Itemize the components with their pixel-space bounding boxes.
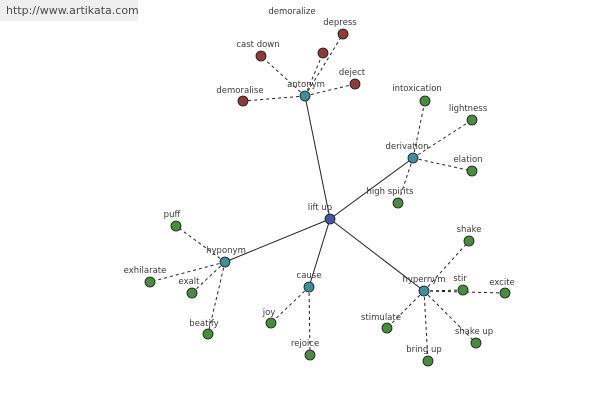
- node-relation-cause[interactable]: [303, 281, 315, 293]
- edge-derivation-high-spirits: [397, 157, 414, 204]
- label-relation-derivation[interactable]: derivation: [385, 142, 428, 152]
- label-bring-up[interactable]: bring up: [406, 345, 442, 355]
- node-deject[interactable]: [349, 78, 361, 90]
- edge-antonym-demoralise: [242, 95, 306, 102]
- node-joy[interactable]: [265, 317, 277, 329]
- node-elation[interactable]: [466, 165, 478, 177]
- edge-antonym-deject: [304, 83, 356, 97]
- label-relation-hyponym[interactable]: hyponym: [206, 246, 246, 256]
- labels-layer: demoralize depress cast down deject demorali…: [124, 7, 515, 355]
- edge-center-cause: [308, 218, 331, 288]
- label-demoralize[interactable]: demoralize: [268, 7, 315, 17]
- edge-hyponym-exhilarate: [149, 261, 226, 283]
- label-stir[interactable]: stir: [453, 274, 467, 284]
- node-shake[interactable]: [463, 235, 475, 247]
- node-rejoice[interactable]: [304, 349, 316, 361]
- edges-layer: [149, 33, 506, 362]
- node-demoralize[interactable]: [317, 47, 329, 59]
- label-relation-antonym[interactable]: antonym: [287, 80, 325, 90]
- label-relation-hypernym[interactable]: hypernym: [402, 275, 445, 285]
- label-center-lift-up[interactable]: lift up: [308, 203, 332, 213]
- edge-hyponym-puff: [175, 225, 226, 263]
- edge-center-derivation: [329, 157, 414, 220]
- node-exalt[interactable]: [186, 287, 198, 299]
- label-cast-down[interactable]: cast down: [236, 40, 279, 50]
- edge-derivation-intoxication: [412, 100, 426, 159]
- label-rejoice[interactable]: rejoice: [291, 339, 319, 349]
- edge-hyponym-exalt: [191, 261, 226, 294]
- edge-hyponym-beatify: [207, 261, 226, 335]
- edge-antonym-demoralize: [304, 52, 324, 97]
- edge-hypernym-excite: [423, 290, 506, 294]
- node-exhilarate[interactable]: [144, 276, 156, 288]
- node-bring-up[interactable]: [422, 355, 434, 367]
- node-relation-hypernym[interactable]: [418, 285, 430, 297]
- node-stimulate[interactable]: [381, 322, 393, 334]
- node-beatify[interactable]: [202, 328, 214, 340]
- edge-hypernym-stir: [423, 289, 464, 292]
- label-relation-cause[interactable]: cause: [297, 271, 322, 281]
- label-elation[interactable]: elation: [453, 155, 482, 165]
- label-lightness[interactable]: lightness: [449, 104, 488, 114]
- label-stimulate[interactable]: stimulate: [361, 313, 401, 323]
- nodes-layer: [144, 28, 511, 367]
- label-excite[interactable]: excite: [489, 278, 515, 288]
- node-relation-derivation[interactable]: [407, 152, 419, 164]
- edge-derivation-lightness: [412, 119, 473, 159]
- node-cast-down[interactable]: [255, 50, 267, 62]
- label-beatify[interactable]: beatify: [189, 319, 218, 329]
- edge-cause-joy: [270, 286, 310, 324]
- node-high-spirits[interactable]: [392, 197, 404, 209]
- label-intoxication[interactable]: intoxication: [392, 84, 442, 94]
- node-relation-antonym[interactable]: [299, 90, 311, 102]
- edge-cause-rejoice: [308, 286, 311, 356]
- edge-antonym-cast-down: [260, 55, 306, 97]
- edge-center-hypernym: [329, 218, 425, 292]
- edge-derivation-elation: [412, 157, 473, 172]
- edge-hypernym-shake-up: [423, 290, 477, 344]
- node-relation-hyponym[interactable]: [219, 256, 231, 268]
- node-puff[interactable]: [170, 220, 182, 232]
- label-shake-up[interactable]: shake up: [455, 327, 493, 337]
- node-excite[interactable]: [499, 287, 511, 299]
- node-stir[interactable]: [457, 284, 469, 296]
- edge-antonym-depress: [304, 33, 344, 97]
- label-high-spirits[interactable]: high spirits: [366, 187, 414, 197]
- label-exalt[interactable]: exalt: [178, 277, 200, 287]
- node-shake-up[interactable]: [470, 337, 482, 349]
- url-banner[interactable]: http://www.artikata.com: [0, 0, 139, 21]
- label-depress[interactable]: depress: [323, 18, 357, 28]
- edge-center-antonym: [304, 95, 331, 220]
- label-joy[interactable]: joy: [262, 308, 276, 318]
- label-deject[interactable]: deject: [339, 68, 366, 78]
- node-depress[interactable]: [337, 28, 349, 40]
- label-shake[interactable]: shake: [457, 225, 482, 235]
- node-lightness[interactable]: [466, 114, 478, 126]
- edge-center-hyponym: [224, 218, 331, 263]
- edge-hypernym-stimulate: [386, 290, 425, 329]
- label-puff[interactable]: puff: [164, 210, 182, 220]
- node-center-lift-up[interactable]: [324, 213, 336, 225]
- node-demoralise[interactable]: [237, 95, 249, 107]
- node-intoxication[interactable]: [419, 95, 431, 107]
- edge-hypernym-shake: [423, 240, 470, 292]
- label-exhilarate[interactable]: exhilarate: [124, 266, 167, 276]
- label-demoralise[interactable]: demoralise: [216, 86, 263, 96]
